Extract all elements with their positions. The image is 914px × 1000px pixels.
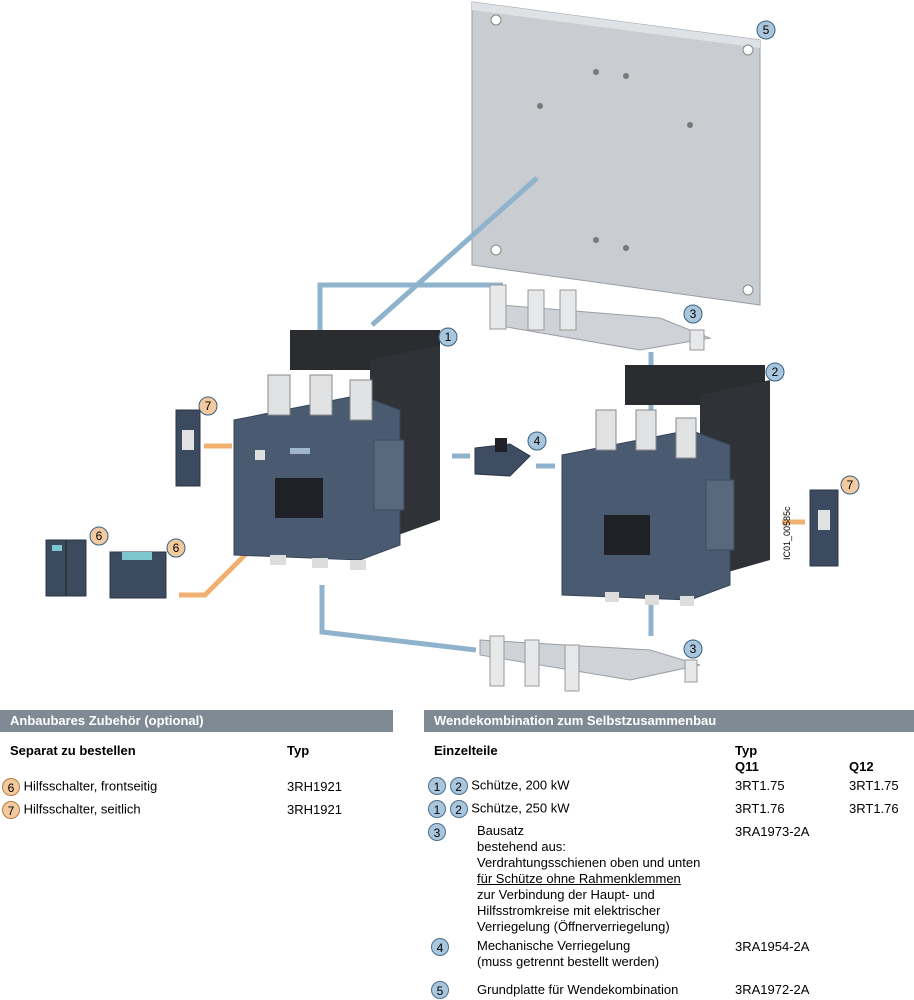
bausatz-line: Bausatz — [477, 823, 524, 838]
verriegelung-line: (muss getrennt bestellt werden) — [477, 954, 660, 969]
callout-7-left: 7 — [198, 396, 218, 416]
callout-5: 5 — [756, 20, 776, 40]
top-wiring-rail — [489, 284, 712, 351]
svg-text:6: 6 — [96, 529, 103, 543]
badge-1: 1 — [428, 777, 446, 795]
grundplatte-type: 3RA1972-2A — [735, 982, 810, 997]
bausatz-line-underlined: für Schütze ohne Rahmenklemmen — [477, 871, 681, 886]
callout-3-top: 3 — [683, 304, 703, 324]
reversing-combination-panel: Wendekombination zum Selbstzusammenbau — [424, 710, 914, 732]
badge-4: 4 — [431, 938, 449, 956]
accessory-row-7: 7 Hilfsschalter, seitlich — [2, 801, 141, 819]
badge-6: 6 — [2, 778, 20, 796]
svg-text:6: 6 — [173, 541, 180, 555]
bausatz-line: Verdrahtungsschienen oben und unten — [477, 855, 701, 870]
bausatz-type: 3RA1973-2A — [735, 824, 810, 839]
callout-7-right: 7 — [840, 475, 860, 495]
badge-7: 7 — [2, 801, 20, 819]
svg-text:4: 4 — [534, 434, 541, 448]
col-label-einzelteile: Einzelteile — [434, 743, 498, 758]
callout-1: 1 — [438, 327, 458, 347]
contactor-q11 — [233, 330, 440, 570]
part-type-q12: 3RT1.76 — [849, 801, 899, 816]
col-label-typ-right: Typ — [735, 743, 758, 758]
callout-4: 4 — [527, 431, 547, 451]
mechanical-interlock — [474, 438, 531, 477]
col-label-q11: Q11 — [735, 759, 759, 774]
col-label-separat: Separat zu bestellen — [10, 743, 136, 758]
badge-5: 5 — [431, 981, 449, 999]
bausatz-line: Verriegelung (Öffnerverriegelung) — [477, 919, 670, 934]
svg-text:3: 3 — [690, 642, 697, 656]
callout-2: 2 — [765, 362, 785, 382]
part-label: Schütze, 200 kW — [471, 777, 570, 793]
contactor-q12 — [561, 365, 770, 606]
grundplatte-label: Grundplatte für Wendekombination — [477, 982, 679, 997]
callout-3-bottom: 3 — [683, 639, 703, 659]
bausatz-description: Bausatz bestehend aus: Verdrahtungsschie… — [477, 823, 700, 935]
svg-text:7: 7 — [205, 399, 212, 413]
aux-switch-front-large — [109, 551, 167, 599]
callout-6-small: 6 — [89, 526, 109, 546]
base-plate — [471, 1, 761, 306]
accessories-header: Anbaubares Zubehör (optional) — [0, 710, 393, 732]
accessories-panel: Anbaubares Zubehör (optional) — [0, 710, 393, 732]
bottom-wiring-rail — [479, 635, 701, 692]
aux-switch-side-right — [809, 489, 839, 567]
svg-text:7: 7 — [847, 478, 854, 492]
bausatz-line: bestehend aus: — [477, 839, 566, 854]
verriegelung-description: Mechanische Verriegelung (muss getrennt … — [477, 938, 659, 970]
svg-text:3: 3 — [690, 307, 697, 321]
exploded-assembly-illustration: IC01_00585c 1 2 3 3 4 5 6 6 7 7 — [45, 1, 860, 692]
col-label-typ-left: Typ — [287, 743, 310, 758]
accessory-label: Hilfsschalter, frontseitig — [23, 778, 158, 794]
part-label: Schütze, 250 kW — [471, 800, 570, 816]
part-row-250kw: 1 2 Schütze, 250 kW — [428, 800, 570, 818]
bausatz-line: zur Verbindung der Haupt- und — [477, 887, 655, 902]
bausatz-line: Hilfsstromkreise mit elektrischer — [477, 903, 661, 918]
part-type-q12: 3RT1.75 — [849, 778, 899, 793]
verriegelung-line: Mechanische Verriegelung — [477, 938, 631, 953]
reversing-header: Wendekombination zum Selbstzusammenbau — [424, 710, 914, 732]
aux-switch-side-left — [175, 409, 201, 487]
part-type-q11: 3RT1.76 — [735, 801, 785, 816]
part-row-200kw: 1 2 Schütze, 200 kW — [428, 777, 570, 795]
accessory-type: 3RH1921 — [287, 802, 342, 817]
svg-text:1: 1 — [445, 330, 452, 344]
badge-2: 2 — [449, 800, 468, 818]
verriegelung-type: 3RA1954-2A — [735, 939, 810, 954]
accessory-type: 3RH1921 — [287, 779, 342, 794]
svg-text:2: 2 — [772, 365, 779, 379]
col-label-q12: Q12 — [849, 759, 874, 774]
svg-text:5: 5 — [763, 23, 770, 37]
badge-1: 1 — [428, 800, 446, 818]
callout-6-large: 6 — [166, 538, 186, 558]
figure-code: IC01_00585c — [782, 506, 792, 560]
accessory-row-6: 6 Hilfsschalter, frontseitig — [2, 778, 157, 796]
accessory-label: Hilfsschalter, seitlich — [23, 801, 141, 817]
part-type-q11: 3RT1.75 — [735, 778, 785, 793]
aux-switch-front-small — [45, 539, 87, 597]
badge-2: 2 — [449, 777, 468, 795]
badge-3: 3 — [428, 823, 446, 841]
